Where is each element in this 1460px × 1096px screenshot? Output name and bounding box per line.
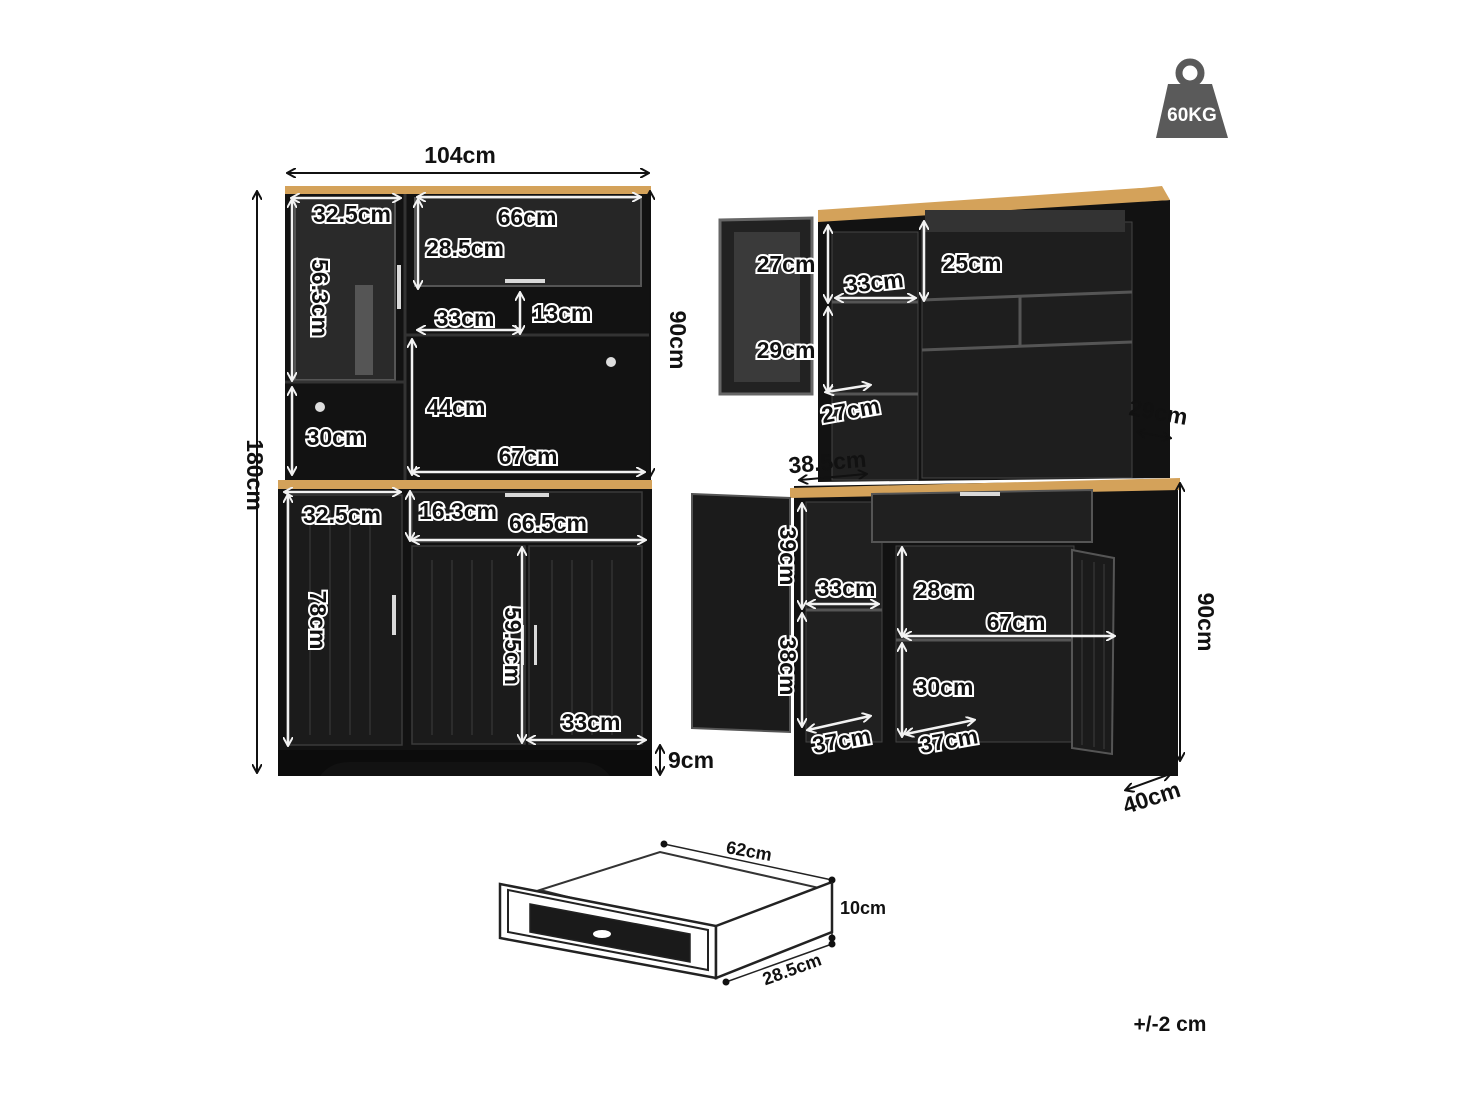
glass-reflection	[355, 285, 373, 375]
tolerance-label: +/-2 cm	[1134, 1013, 1207, 1036]
cable-hole-icon	[315, 402, 325, 412]
lower-door-handle	[534, 625, 537, 665]
flip-up-door	[925, 210, 1125, 232]
drawer-width-label: 62cm	[725, 837, 774, 865]
lower-right-top-height-label: 28cm	[915, 577, 974, 603]
front-cabinet	[278, 186, 652, 776]
upper-left-door-height-label: 56.3cm	[307, 259, 333, 337]
open-glass-pane	[734, 232, 800, 382]
upper-mid-height-label: 13cm	[533, 300, 592, 326]
open-left-door	[691, 492, 791, 734]
upper-top-right-height-label: 28.5cm	[426, 235, 504, 261]
open-lower-right-bay	[895, 545, 1075, 743]
lower-left-height-label: 78cm	[305, 591, 331, 650]
base-plinth	[278, 750, 652, 776]
upper-top-right-width-label: 66cm	[498, 204, 557, 230]
drawer-height-label: 10cm	[840, 898, 886, 918]
upper-mid-width-label: 33cm	[436, 305, 495, 331]
lower-middle-door	[411, 545, 526, 745]
open-lower-left-bay	[805, 501, 883, 743]
lower-left-bottom-height-label: 38cm	[775, 637, 801, 696]
drawer-height-label: 16.3cm	[419, 498, 497, 524]
lower-right-width-label: 67cm	[987, 609, 1046, 635]
front-labels: 104cm 180cm 90cm 9cm 32.5cm 56.3cm 30cm …	[242, 142, 714, 773]
lower-door-width-label: 33cm	[562, 709, 621, 735]
total-width-label: 104cm	[424, 142, 496, 168]
weight-ring-icon	[1175, 58, 1205, 88]
weight-label: 60KG	[1167, 105, 1217, 126]
upper-door-top-height-label: 27cm	[757, 251, 816, 277]
open-upper-left-bay	[831, 231, 919, 481]
lower-left-handle	[392, 595, 396, 635]
lower-left-width-label: 33cm	[817, 575, 876, 601]
total-depth-label: 40cm	[1120, 776, 1184, 819]
upper-flip-door	[414, 197, 642, 287]
drawer-handle-hole-icon	[593, 930, 611, 938]
cable-hole-icon	[606, 357, 616, 367]
open-cabinet	[691, 186, 1180, 776]
upper-lower-width-label: 67cm	[499, 443, 558, 469]
upper-height-label: 90cm	[665, 311, 691, 370]
upper-door-handle	[397, 265, 401, 309]
side-dimension-lines	[800, 222, 1180, 790]
lower-top-wood	[278, 480, 652, 489]
upper-door-bottom-height-label: 29cm	[757, 337, 816, 363]
upper-lower-height-label: 44cm	[427, 394, 486, 420]
leg-height-label: 9cm	[668, 747, 714, 773]
upper-glass-door	[294, 197, 396, 381]
total-height-label: 180cm	[242, 439, 268, 511]
front-dimension-lines	[257, 173, 660, 774]
upper-left-door-width-label: 32.5cm	[313, 201, 391, 227]
lower-left-top-height-label: 39cm	[775, 527, 801, 586]
lower-right-door	[528, 545, 643, 745]
lower-left-door	[286, 494, 403, 746]
drawer-handle	[505, 493, 549, 497]
weight-badge: 60KG	[1156, 58, 1228, 138]
lower-door-height-label: 59.5cm	[500, 607, 526, 685]
lower-height-label: 90cm	[1193, 593, 1219, 652]
lower-right-bottom-height-label: 30cm	[915, 674, 974, 700]
lower-drawer-front	[411, 491, 643, 543]
drawer-diagram: 62cm 10cm 28.5cm	[498, 837, 886, 989]
lower-left-width-label: 32.5cm	[303, 502, 381, 528]
upper-top-wood	[285, 186, 651, 194]
kettlebell-icon	[1156, 84, 1228, 138]
drawer-width-label: 66.5cm	[509, 510, 587, 536]
open-drawer-handle	[960, 492, 1000, 496]
open-drawer	[871, 488, 1093, 543]
flip-door-handle	[505, 279, 545, 283]
upper-left-bottom-height-label: 30cm	[307, 424, 366, 450]
upper-right-top-height-label: 25cm	[943, 250, 1002, 276]
